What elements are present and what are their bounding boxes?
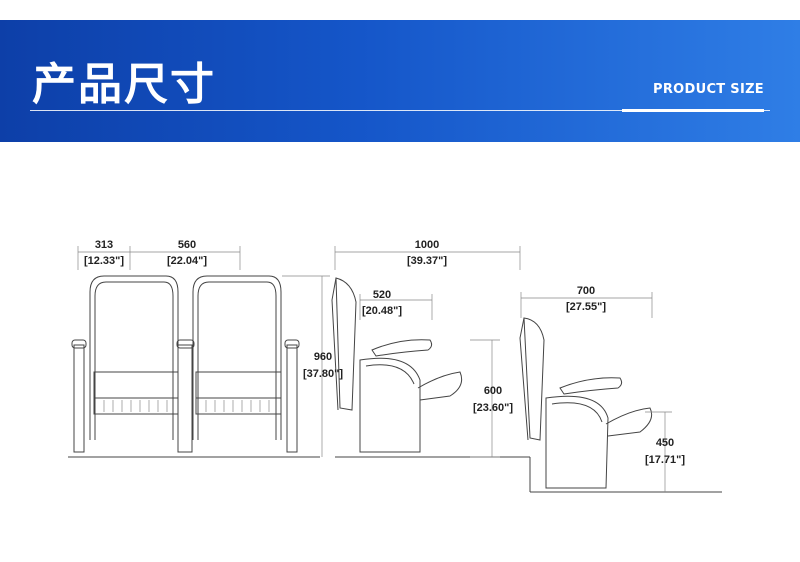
side-view-step	[519, 292, 722, 493]
dim-overall-height-inch: [37.80"]	[303, 368, 343, 380]
dim-depth-folded-mm: 520	[373, 289, 391, 301]
dim-seat-width-mm: 560	[178, 239, 196, 251]
dim-step-depth-inch: [27.55"]	[566, 301, 606, 313]
header-divider	[30, 110, 770, 111]
page-subtitle: PRODUCT SIZE	[653, 82, 764, 97]
header-divider-accent	[622, 109, 764, 112]
dim-overall-height-mm: 960	[314, 351, 332, 363]
dim-armrest-width-mm: 313	[95, 239, 113, 251]
dim-seat-height-inch: [17.71"]	[645, 454, 685, 466]
front-view	[68, 246, 330, 458]
dim-armrest-width-inch: [12.33"]	[84, 255, 124, 267]
dim-step-depth-mm: 700	[577, 285, 595, 297]
dim-depth-open-mm: 1000	[415, 239, 439, 251]
dim-armrest-height-inch: [23.60"]	[473, 402, 513, 414]
dim-seat-height-mm: 450	[656, 437, 674, 449]
header-banner: 产品尺寸 PRODUCT SIZE	[0, 20, 800, 142]
dim-depth-folded-inch: [20.48"]	[362, 305, 402, 317]
side-view-open	[331, 246, 530, 458]
dim-depth-open-inch: [39.37"]	[407, 255, 447, 267]
dim-seat-width-inch: [22.04"]	[167, 255, 207, 267]
page-title: 产品尺寸	[32, 59, 216, 110]
dim-armrest-height-mm: 600	[484, 385, 502, 397]
